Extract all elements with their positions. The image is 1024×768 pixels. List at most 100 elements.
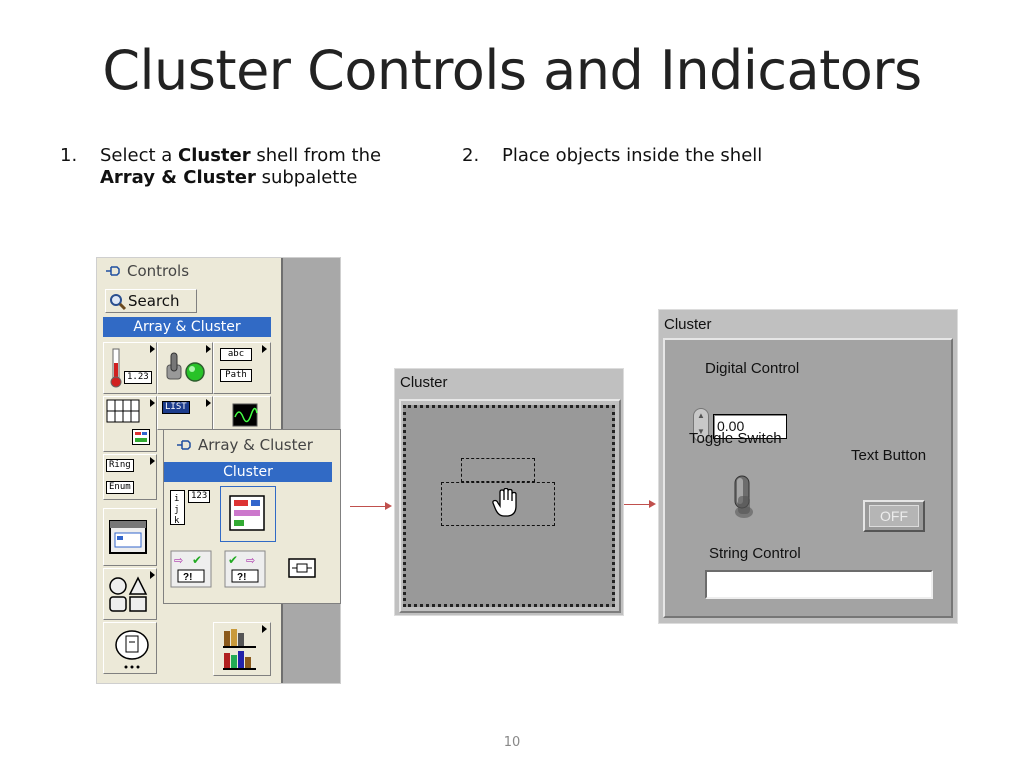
placement-outline-bottom xyxy=(441,482,555,526)
toggle-switch-icon xyxy=(164,351,184,390)
array-icon-label: 123 xyxy=(188,490,211,503)
magnifier-icon xyxy=(109,293,127,315)
digital-control-field[interactable]: 0.00 xyxy=(713,414,787,439)
search-label: Search xyxy=(128,292,180,310)
refnum-item[interactable] xyxy=(288,558,316,583)
filled-cluster[interactable]: Cluster Digital Control ▲ ▼ 0.00 Toggle … xyxy=(658,309,958,624)
pushpin-icon[interactable] xyxy=(176,438,192,452)
speech-bubble-icon xyxy=(112,627,152,676)
cluster-border xyxy=(399,399,621,613)
step-1-bold-array-cluster: Array & Cluster xyxy=(100,167,256,188)
svg-text:⇨: ⇨ xyxy=(174,555,183,567)
numeric-palette-cell[interactable]: 1.23 xyxy=(103,342,157,394)
pushpin-icon[interactable] xyxy=(105,264,121,278)
data-to-variant-item[interactable]: ✔ ⇨?! xyxy=(224,550,266,588)
palette-header: Controls xyxy=(105,262,189,280)
numeric-icon-label: 1.23 xyxy=(124,371,152,384)
ring-icon-label: Ring xyxy=(106,459,134,472)
container-palette-cell[interactable] xyxy=(103,508,157,566)
submenu-arrow-icon xyxy=(150,399,155,407)
string-path-palette-cell[interactable]: abc Path xyxy=(213,342,271,394)
thermometer-icon xyxy=(109,347,123,394)
step-1-number: 1. xyxy=(60,145,78,166)
svg-text:⇨: ⇨ xyxy=(246,555,255,567)
books-icon xyxy=(222,625,262,678)
submenu-arrow-icon xyxy=(206,399,211,407)
controls-palette: Controls Search Array & Cluster 1.23 xyxy=(96,257,341,684)
cluster-icon xyxy=(229,495,265,536)
toggle-switch-control[interactable] xyxy=(727,472,761,527)
string-control-field[interactable] xyxy=(705,570,933,599)
path-icon-label: Path xyxy=(220,369,252,382)
cluster-interior: Digital Control ▲ ▼ 0.00 Toggle Switch T… xyxy=(663,338,953,618)
increment-arrow-icon[interactable]: ▲ xyxy=(697,411,705,420)
ring-enum-palette-cell[interactable]: Ring Enum xyxy=(103,454,157,500)
shapes-icon xyxy=(108,575,152,620)
increment-decrement-arrows[interactable]: ▲ ▼ xyxy=(693,408,709,442)
step-1-text-b: shell from the xyxy=(250,145,382,166)
hand-cursor-icon xyxy=(492,487,518,523)
text-button-caption: OFF xyxy=(869,505,919,527)
submenu-arrow-icon xyxy=(262,625,267,633)
placement-outline-top xyxy=(461,458,535,482)
arrow-2-line xyxy=(624,504,650,505)
svg-text:?!: ?! xyxy=(237,572,246,583)
string-icon-label: abc xyxy=(220,348,252,361)
search-button[interactable]: Search xyxy=(105,289,197,313)
submenu-arrow-icon xyxy=(150,571,155,579)
submenu-arrow-icon xyxy=(206,345,211,353)
user-libraries-palette-cell[interactable] xyxy=(213,622,271,676)
toggle-switch-label: Toggle Switch xyxy=(689,430,782,447)
list-palette-cell[interactable]: LIST xyxy=(157,396,213,430)
digital-control-label: Digital Control xyxy=(705,360,800,377)
filled-cluster-label: Cluster xyxy=(664,316,712,333)
submenu-arrow-icon xyxy=(262,345,267,353)
step-1-text-a: Select a xyxy=(100,145,179,166)
decorations-palette-cell[interactable] xyxy=(103,568,157,620)
subpalette-selected-bar: Cluster xyxy=(164,462,332,482)
cluster-mini-icon xyxy=(132,429,150,450)
step-2-number: 2. xyxy=(462,145,480,166)
text-button-label: Text Button xyxy=(851,447,927,464)
variant-to-data-item[interactable]: ⇨ ✔?! xyxy=(170,550,212,588)
window-container-icon xyxy=(109,517,149,562)
arrow-2-head-icon xyxy=(649,500,656,508)
subpalette-header: Array & Cluster xyxy=(176,436,313,454)
cluster-shell-item[interactable] xyxy=(220,486,276,542)
step-1-text: Select a Cluster shell from the Array & … xyxy=(100,145,390,189)
step-1: 1. Select a Cluster shell from the Array… xyxy=(60,145,390,225)
enum-icon-label: Enum xyxy=(106,481,134,494)
string-control-label: String Control xyxy=(709,545,801,562)
text-button[interactable]: OFF xyxy=(863,500,925,532)
svg-text:✔: ✔ xyxy=(228,553,238,567)
step-2-text: Place objects inside the shell xyxy=(502,145,763,166)
empty-cluster-shell[interactable]: Cluster xyxy=(394,368,624,616)
svg-text:✔: ✔ xyxy=(192,553,202,567)
list-icon-label: LIST xyxy=(162,401,190,414)
submenu-arrow-icon xyxy=(150,345,155,353)
subpalette-title: Array & Cluster xyxy=(198,436,313,454)
page-number: 10 xyxy=(503,735,521,750)
cluster-drop-area[interactable] xyxy=(403,405,615,607)
array-grid-icon xyxy=(106,399,140,428)
palette-category-bar: Array & Cluster xyxy=(103,317,271,337)
step-1-bold-cluster: Cluster xyxy=(178,145,251,166)
step-2: 2. Place objects inside the shell xyxy=(462,145,862,175)
empty-cluster-label: Cluster xyxy=(400,374,448,391)
svg-text:j: j xyxy=(174,505,179,515)
arrow-1-line xyxy=(350,506,386,507)
select-control-palette-cell[interactable] xyxy=(103,622,157,674)
palette-body: Controls Search Array & Cluster 1.23 xyxy=(97,258,281,683)
decrement-arrow-icon[interactable]: ▼ xyxy=(697,427,705,436)
graph-palette-cell[interactable] xyxy=(213,396,271,430)
slide-title: Cluster Controls and Indicators xyxy=(102,39,922,102)
boolean-palette-cell[interactable] xyxy=(157,342,213,394)
arrow-1-head-icon xyxy=(385,502,392,510)
array-cluster-palette-cell[interactable] xyxy=(103,396,157,452)
svg-text:i: i xyxy=(174,494,179,504)
svg-text:?!: ?! xyxy=(183,572,192,583)
palette-title: Controls xyxy=(127,262,190,280)
svg-text:k: k xyxy=(174,516,180,526)
